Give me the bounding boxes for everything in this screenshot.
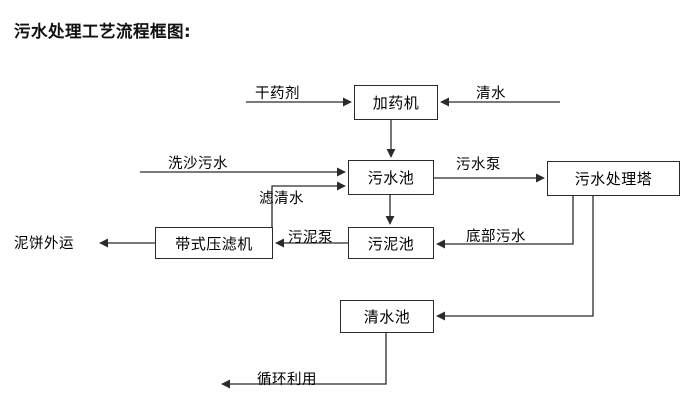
node-label: 污泥池: [367, 234, 415, 253]
edge-label-bottom-sewage: 底部污水: [466, 229, 526, 245]
node-label: 污水池: [367, 169, 415, 187]
node-dosing-machine[interactable]: 加药机: [354, 85, 438, 120]
node-label: 清水池: [363, 308, 411, 326]
node-clearwater-pool[interactable]: 清水池: [340, 300, 434, 333]
edge-tower-bottom-sewage-to-sludge-pool: [436, 196, 574, 249]
node-label: 加药机: [372, 94, 420, 112]
node-label: 带式压滤机: [175, 234, 253, 253]
edge-label-sludge-pump: 污泥泵: [288, 230, 333, 246]
node-belt-filter-press[interactable]: 带式压滤机: [155, 227, 273, 259]
edge-label-sand-wash-sewage: 洗沙污水: [168, 156, 228, 172]
edge-filtered-water-to-wastewater-pool: [271, 181, 346, 227]
edge-label-sewage-pump: 污水泵: [456, 157, 501, 173]
edge-label-filtered-clear-water: 滤清水: [259, 191, 304, 207]
edge-label-clean-water: 清水: [476, 86, 506, 102]
terminal-label-mud-cake-out: 泥饼外运: [14, 236, 74, 252]
node-label: 污水处理塔: [574, 170, 653, 188]
edge-tower-to-clearwater-pool: [436, 196, 594, 321]
node-sludge-pool[interactable]: 污泥池: [348, 227, 434, 259]
page-title: 污水处理工艺流程框图:: [14, 22, 192, 41]
edge-clearwater-pool-to-recycle: [221, 333, 387, 389]
node-treatment-tower[interactable]: 污水处理塔: [547, 161, 680, 196]
edge-label-dry-chemical: 干药剂: [255, 86, 300, 102]
node-wastewater-pool[interactable]: 污水池: [348, 160, 434, 195]
edge-label-recycle-reuse: 循环利用: [257, 372, 317, 388]
